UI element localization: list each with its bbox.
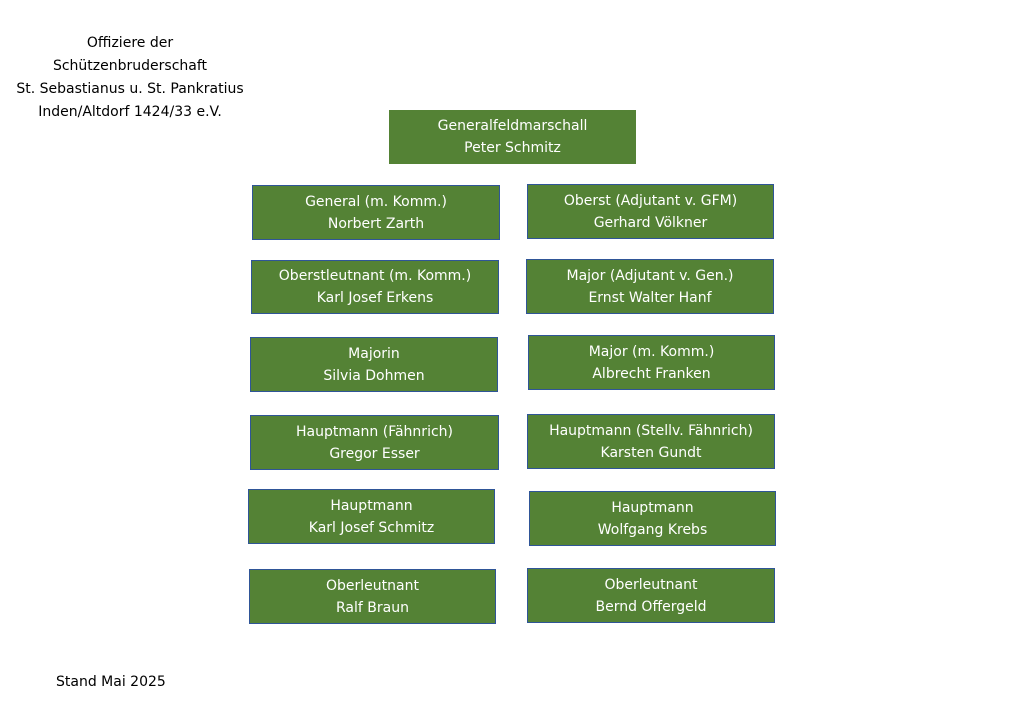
officer-box-right-5: Hauptmann Wolfgang Krebs xyxy=(529,491,776,546)
title-line: Schützenbruderschaft xyxy=(52,58,208,74)
officer-rank: Majorin xyxy=(348,345,400,362)
officer-rank: Oberleutnant xyxy=(604,576,698,593)
officer-name: Norbert Zarth xyxy=(327,215,425,232)
officer-name: Albrecht Franken xyxy=(592,365,711,382)
officer-name: Karl Josef Erkens xyxy=(316,290,434,306)
title-line: Inden/Altdorf 1424/33 e.V. xyxy=(38,104,222,120)
officer-box-left-6: Oberleutnant Ralf Braun xyxy=(249,569,496,624)
officer-name: Gerhard Völkner xyxy=(593,214,708,231)
officer-box-right-1: Oberst (Adjutant v. GFM) Gerhard Völkner xyxy=(527,184,774,239)
officer-name: Peter Schmitz xyxy=(464,140,561,156)
officer-name: Gregor Esser xyxy=(329,445,420,462)
officer-name: Ralf Braun xyxy=(336,599,409,616)
officer-rank: Hauptmann (Fähnrich) xyxy=(295,423,453,440)
officer-box-right-6: Oberleutnant Bernd Offergeld xyxy=(527,568,775,623)
officer-box-right-2: Major (Adjutant v. Gen.) Ernst Walter Ha… xyxy=(526,259,774,314)
officer-rank: Major (Adjutant v. Gen.) xyxy=(566,267,734,284)
officer-box-right-4: Hauptmann (Stellv. Fähnrich) Karsten Gun… xyxy=(527,414,775,469)
officer-rank: Hauptmann xyxy=(611,499,694,516)
officer-box-left-5: Hauptmann Karl Josef Schmitz xyxy=(248,489,495,544)
officer-box-left-4: Hauptmann (Fähnrich) Gregor Esser xyxy=(250,415,499,470)
officer-name: Bernd Offergeld xyxy=(595,598,707,615)
organization-title: Offiziere der Schützenbruderschaft St. S… xyxy=(10,32,250,124)
officer-rank: Hauptmann xyxy=(330,497,413,514)
status-date: Stand Mai 2025 xyxy=(56,674,166,690)
officer-rank: Hauptmann (Stellv. Fähnrich) xyxy=(549,422,753,439)
officer-rank: General (m. Komm.) xyxy=(305,193,447,210)
officer-rank: Major (m. Komm.) xyxy=(588,343,715,360)
officer-rank: Oberleutnant xyxy=(326,577,419,594)
officer-rank: Generalfeldmarschall xyxy=(437,118,588,134)
officer-name: Wolfgang Krebs xyxy=(597,521,708,538)
title-line: Offiziere der xyxy=(86,35,174,51)
officer-box-left-2: Oberstleutnant (m. Komm.) Karl Josef Erk… xyxy=(251,260,499,314)
officer-name: Karsten Gundt xyxy=(600,444,702,461)
officer-box-left-3: Majorin Silvia Dohmen xyxy=(250,337,498,392)
officer-name: Silvia Dohmen xyxy=(323,367,425,384)
officer-rank: Oberstleutnant (m. Komm.) xyxy=(278,268,472,284)
officer-box-generalfeldmarschall: Generalfeldmarschall Peter Schmitz xyxy=(389,110,636,164)
officer-name: Ernst Walter Hanf xyxy=(588,289,712,306)
officer-box-left-1: General (m. Komm.) Norbert Zarth xyxy=(252,185,500,240)
officer-rank: Oberst (Adjutant v. GFM) xyxy=(563,192,738,209)
officer-name: Karl Josef Schmitz xyxy=(308,519,435,536)
officer-box-right-3: Major (m. Komm.) Albrecht Franken xyxy=(528,335,775,390)
title-line: St. Sebastianus u. St. Pankratius xyxy=(16,81,244,97)
